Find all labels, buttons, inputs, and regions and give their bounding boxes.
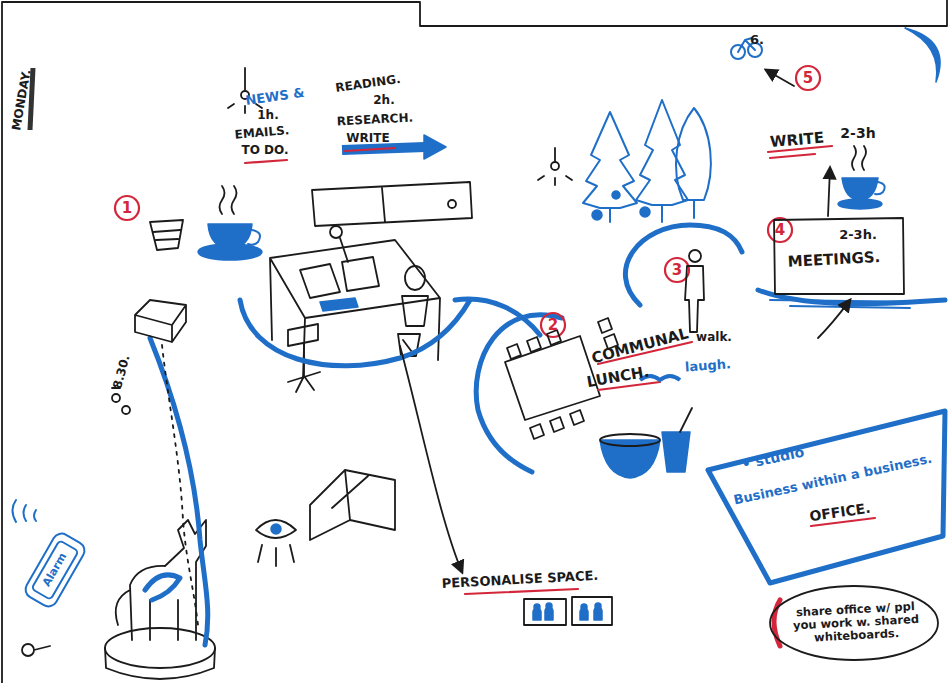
keyboard (320, 298, 358, 311)
dog-scarf (145, 575, 180, 600)
callout-circle (768, 218, 792, 242)
phone-body (22, 530, 87, 609)
callout-number: 4 (775, 222, 785, 239)
coffee-cup (208, 224, 252, 248)
leader-arrow (766, 70, 794, 86)
round-tree (676, 108, 711, 218)
flow-arrow (342, 147, 425, 150)
pedestal-side (105, 648, 215, 679)
leash-curl (22, 644, 50, 656)
task-label: NEWS & (245, 86, 306, 108)
phone-icon (22, 530, 87, 609)
callout-circle (541, 313, 565, 337)
small-marks (112, 388, 130, 414)
flow-arrowhead (424, 135, 446, 159)
eye-pupil (271, 524, 281, 534)
coffee-cup (842, 178, 878, 200)
pedestal (105, 628, 215, 668)
duration-label: 2-3h (840, 126, 875, 141)
callout-circle (115, 196, 139, 220)
photo-people (533, 607, 602, 620)
route-trace (162, 345, 198, 625)
steam (220, 186, 237, 214)
light-bulb (538, 148, 572, 185)
task-label: WRITE (346, 132, 389, 145)
photo-heads (534, 603, 601, 610)
leader-arrow (818, 300, 850, 338)
steam (852, 146, 866, 170)
bowl-rim (600, 434, 660, 446)
toaster-box (135, 300, 186, 342)
duration-label: 2h. (373, 94, 394, 107)
callout-number: 1 (122, 200, 132, 217)
desk-lamp (330, 226, 348, 262)
leader-arrow (400, 346, 462, 572)
leader-arrow (828, 168, 830, 216)
scene-arc (625, 225, 742, 305)
plant-pot (402, 266, 428, 326)
callout-circle (796, 66, 820, 90)
eye-sketch (256, 520, 296, 566)
task-label: READING. (335, 73, 402, 95)
ring-lines (13, 500, 37, 522)
drink-cup (662, 432, 690, 472)
pine-tree (636, 100, 688, 222)
route-arc (150, 338, 208, 645)
note-label: PERSONALISE SPACE. (441, 569, 598, 591)
bush-blobs (592, 191, 650, 220)
box-outline (774, 218, 904, 294)
shelf-cabinet (312, 182, 472, 226)
meeting-box: MEETINGS. 2-3h. (772, 216, 905, 296)
duration-label: 1h. (257, 109, 278, 122)
dog-sketch (116, 520, 206, 640)
callout-number: 2 (548, 317, 558, 334)
task-label: RESEARCH. (337, 111, 414, 128)
phone-screen (31, 540, 78, 599)
red-underline (345, 148, 395, 151)
red-underline (245, 160, 287, 163)
pine-tree (583, 112, 637, 222)
activity-label: laugh. (685, 357, 732, 374)
note-text: share office w/ ppl you work w. shared w… (785, 600, 927, 647)
phone-label: Alarm (41, 551, 70, 589)
red-underline (465, 589, 578, 594)
monitors (300, 257, 379, 298)
callout-number: 6. (750, 33, 764, 47)
moon-shape (905, 28, 940, 82)
straw (680, 408, 692, 432)
scene-arc (240, 300, 470, 366)
callout-number: 3 (672, 262, 682, 279)
shelf-knob (448, 200, 456, 208)
studio-band: • studioBusiness within a business.OFFIC… (705, 408, 947, 586)
photo-frame (572, 597, 612, 625)
time-label: 8.30. (111, 354, 133, 390)
band-outline (708, 411, 945, 583)
task-label: EMAILS. (234, 124, 290, 142)
house-sketch (310, 470, 395, 540)
note-text: • studio (740, 444, 805, 473)
activity-label: walk. (696, 331, 732, 344)
note-ellipse: share office w/ ppl you work w. shared w… (768, 584, 940, 662)
ellipse-outline (770, 586, 938, 660)
cup-handle (875, 182, 885, 194)
callout-number: 5 (803, 70, 813, 87)
glass-icon (150, 220, 183, 250)
walker-head (689, 250, 701, 262)
node-title: MEETINGS. (787, 249, 880, 271)
duration-label: 2-3h. (839, 228, 877, 243)
walker-body (685, 266, 704, 332)
cup-handle (248, 230, 260, 245)
task-label: TO DO. (241, 144, 288, 157)
